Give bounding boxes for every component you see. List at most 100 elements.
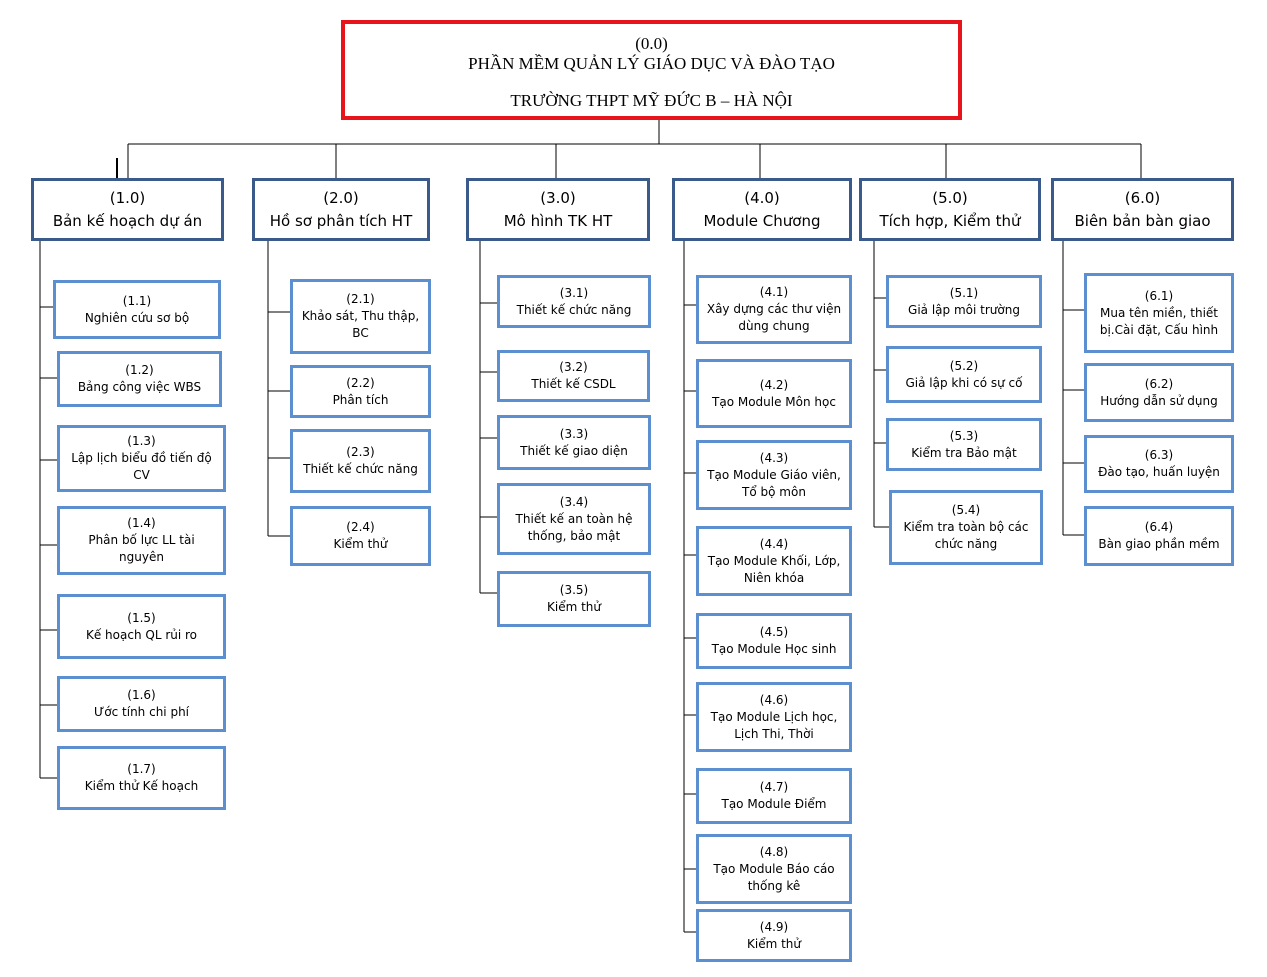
node-label: Phân bố lực LL tài nguyên: [88, 533, 195, 564]
task-node-1-1: (1.1) Nghiên cứu sơ bộ: [53, 280, 221, 339]
node-label: Kiểm thử: [333, 537, 388, 551]
task-node-6-4: (6.4) Bàn giao phần mềm: [1084, 506, 1234, 566]
task-node-6-2: (6.2) Hướng dẫn sử dụng: [1084, 363, 1234, 422]
node-label: Phân tích: [332, 392, 389, 407]
task-node-3-5: (3.5) Kiểm thử: [497, 571, 651, 627]
node-code: (6.1): [1144, 288, 1174, 303]
node-code: (3.0): [540, 188, 576, 207]
node-code: (6.3): [1144, 448, 1174, 462]
task-node-5-1: (5.1) Giả lập môi trường: [886, 275, 1042, 328]
task-node-2-2: (2.2) Phân tích: [290, 365, 431, 418]
task-node-5-3: (5.3) Kiểm tra Bảo mật: [886, 418, 1042, 471]
node-code: (2.0): [323, 188, 359, 207]
task-node-1-2: (1.2) Bảng công việc WBS: [57, 351, 222, 407]
task-node-4-8: (4.8) Tạo Module Báo cáo thống kê: [696, 834, 852, 904]
node-label: Thiết kế chức năng: [516, 302, 632, 317]
node-code: (6.2): [1144, 376, 1174, 391]
root-subtitle: TRƯỜNG THPT MỸ ĐỨC B – HÀ NỘI: [510, 91, 793, 110]
node-label: Đào tạo, huấn luyện: [1098, 465, 1220, 479]
task-node-1-7: (1.7) Kiểm thử Kế hoạch: [57, 746, 226, 810]
node-label: Tạo Module Học sinh: [711, 642, 837, 656]
node-code: (2.1): [346, 292, 375, 306]
node-code: (4.4): [759, 536, 789, 551]
node-code: (4.5): [759, 625, 789, 639]
branch-node-1: (1.0) Bản kế hoạch dự án: [31, 178, 224, 241]
node-code: (4.8): [759, 844, 789, 859]
node-label: Giả lập khi có sự cố: [905, 375, 1023, 390]
node-code: (5.1): [949, 285, 979, 300]
task-node-4-3: (4.3) Tạo Module Giáo viên, Tổ bộ môn: [696, 440, 852, 510]
node-label: Kiểm thử: [746, 936, 801, 951]
node-code: (3.2): [559, 360, 588, 374]
node-label: Tạo Module Điểm: [721, 797, 827, 811]
node-code: (4.1): [759, 285, 789, 299]
node-code: (4.7): [759, 780, 789, 794]
node-label: Bảng công việc WBS: [77, 380, 202, 394]
task-node-3-3: (3.3) Thiết kế giao diện: [497, 415, 651, 470]
task-node-3-1: (3.1) Thiết kế chức năng: [497, 275, 651, 328]
node-label: Kế hoạch QL rủi ro: [85, 627, 198, 642]
node-code: (2.4): [346, 520, 375, 534]
task-node-6-1: (6.1) Mua tên miền, thiết bị.Cài đặt, Cấ…: [1084, 273, 1234, 353]
branch-node-3: (3.0) Mô hình TK HT: [466, 178, 650, 241]
node-code: (4.0): [744, 188, 780, 207]
node-label: Khảo sát, Thu thập, BC: [301, 309, 420, 340]
node-label: Bàn giao phần mềm: [1098, 537, 1220, 551]
node-code: (2.2): [346, 375, 375, 390]
node-label: Kiểm tra toàn bộ các chức năng: [903, 520, 1029, 551]
node-code: (1.7): [127, 762, 156, 776]
node-code: (1.4): [127, 516, 156, 530]
node-label: Ước tính chi phí: [93, 705, 190, 719]
node-label: Kiểm thử Kế hoạch: [84, 779, 199, 793]
task-node-4-9: (4.9) Kiểm thử: [696, 909, 852, 962]
task-node-3-2: (3.2) Thiết kế CSDL: [497, 350, 650, 402]
node-code: (1.0): [109, 188, 146, 207]
task-node-4-6: (4.6) Tạo Module Lịch học, Lịch Thi, Thờ…: [696, 682, 852, 752]
node-code: (1.1): [122, 293, 152, 308]
node-label: Module Chương: [703, 211, 821, 230]
node-label: Mô hình TK HT: [503, 211, 613, 230]
node-label: Tích hợp, Kiểm thử: [879, 211, 1021, 230]
node-code: (1.3): [127, 434, 156, 448]
task-node-1-5: (1.5) Kế hoạch QL rủi ro: [57, 594, 226, 659]
node-label: Tạo Module Báo cáo thống kê: [713, 861, 835, 893]
task-node-2-4: (2.4) Kiểm thử: [290, 506, 431, 566]
node-label: Xây dựng các thư viện dùng chung: [706, 302, 842, 333]
node-label: Thiết kế chức năng: [303, 462, 418, 476]
task-node-5-2: (5.2) Giả lập khi có sự cố: [886, 346, 1042, 403]
node-label: Tạo Module Môn học: [712, 394, 836, 409]
root-code: (0.0): [635, 34, 668, 53]
task-node-6-3: (6.3) Đào tạo, huấn luyện: [1084, 435, 1234, 493]
node-code: (3.4): [559, 494, 589, 509]
root-node: (0.0) PHẦN MỀM QUẢN LÝ GIÁO DỤC VÀ ĐÀO T…: [341, 20, 962, 120]
node-label: Kiểm thử: [546, 600, 601, 614]
branch-node-4: (4.0) Module Chương: [672, 178, 852, 241]
task-node-4-7: (4.7) Tạo Module Điểm: [696, 768, 852, 824]
node-label: Thiết kế CSDL: [531, 377, 616, 391]
node-label: Hướng dẫn sử dụng: [1100, 393, 1218, 408]
node-code: (5.2): [949, 358, 979, 373]
node-label: Lập lịch biểu đồ tiến độ CV: [71, 451, 212, 482]
task-node-1-6: (1.6) Ước tính chi phí: [57, 676, 226, 732]
node-label: Tạo Module Khối, Lớp, Niên khóa: [707, 553, 841, 585]
node-code: (3.3): [559, 426, 589, 441]
node-label: Bản kế hoạch dự án: [52, 211, 203, 230]
node-label: Thiết kế giao diện: [520, 443, 628, 458]
task-node-4-4: (4.4) Tạo Module Khối, Lớp, Niên khóa: [696, 526, 852, 596]
node-code: (4.6): [759, 692, 789, 707]
node-code: (6.4): [1144, 520, 1174, 534]
branch-node-6: (6.0) Biên bản bàn giao: [1051, 178, 1234, 241]
node-code: (1.5): [127, 610, 156, 625]
node-label: Biên bản bàn giao: [1074, 211, 1211, 230]
node-code: (3.1): [559, 285, 589, 300]
task-node-1-4: (1.4) Phân bố lực LL tài nguyên: [57, 506, 226, 575]
node-code: (1.6): [127, 688, 156, 702]
node-code: (4.2): [759, 377, 789, 392]
node-label: Giả lập môi trường: [908, 302, 1020, 317]
branch-node-2: (2.0) Hồ sơ phân tích HT: [252, 178, 430, 241]
task-node-4-2: (4.2) Tạo Module Môn học: [696, 359, 852, 428]
node-label: Kiểm tra Bảo mật: [911, 445, 1017, 460]
node-label: Thiết kế an toàn hệ thống, bảo mật: [515, 511, 633, 543]
node-code: (2.3): [346, 445, 375, 459]
